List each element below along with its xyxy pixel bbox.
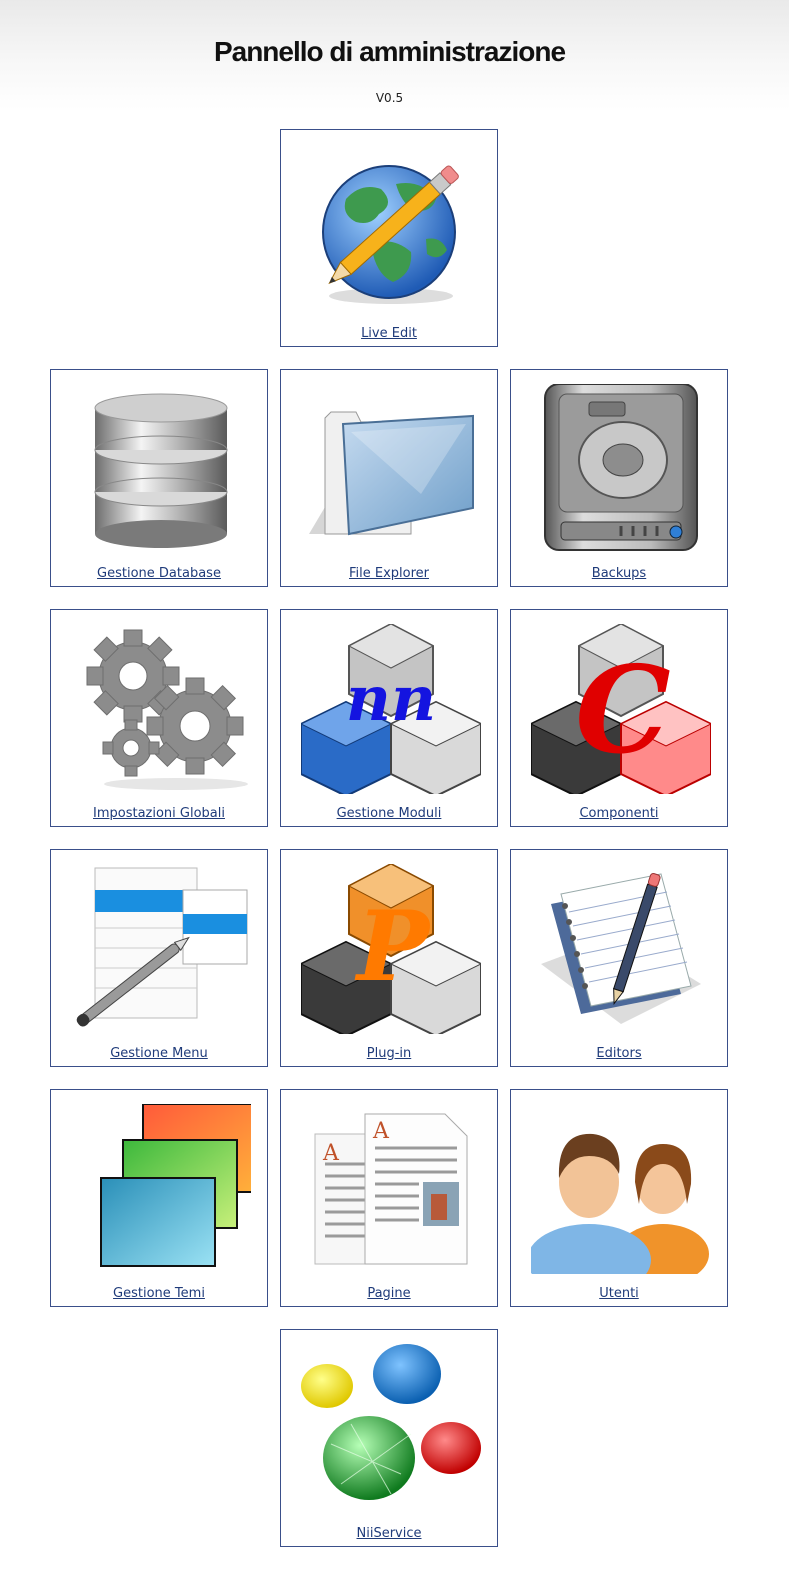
windows-stack-icon [71, 1104, 251, 1274]
svg-text:A: A [322, 1141, 340, 1166]
tile-gestione-moduli[interactable]: nn Gestione Moduli [280, 609, 498, 827]
documents-icon: A A [301, 1104, 481, 1274]
tile-label: Gestione Temi [113, 1286, 205, 1301]
tile-label: Backups [591, 566, 647, 581]
tile-label: Gestione Moduli [336, 806, 442, 821]
tile-label: Impostazioni Globali [93, 806, 225, 821]
tile-label: Editors [596, 1046, 642, 1061]
menu-edit-icon [71, 864, 251, 1034]
svg-text:P: P [354, 890, 432, 1003]
svg-text:A: A [372, 1119, 390, 1144]
cubes-icon: P [301, 864, 481, 1034]
tile-label: Plug-in [366, 1046, 412, 1061]
colored-balls-icon [301, 1344, 481, 1514]
tile-gestione-menu[interactable]: Gestione Menu [50, 849, 268, 1067]
page-title: Pannello di amministrazione [213, 36, 566, 67]
tile-file-explorer[interactable]: File Explorer [280, 369, 498, 587]
tile-label: Pagine [367, 1286, 411, 1301]
users-icon [531, 1104, 711, 1274]
hard-drive-icon [531, 384, 711, 554]
tile-label: Gestione Database [97, 566, 221, 581]
cubes-icon: nn [301, 624, 481, 794]
tile-gestione-temi[interactable]: Gestione Temi [50, 1089, 268, 1307]
tile-utenti[interactable]: Utenti [510, 1089, 728, 1307]
database-icon [71, 384, 251, 554]
svg-text:nn: nn [346, 662, 436, 735]
tile-plug-in[interactable]: P Plug-in [280, 849, 498, 1067]
svg-text:C: C [575, 640, 671, 781]
tile-live-edit[interactable]: Live Edit [280, 129, 498, 347]
folder-icon [301, 384, 481, 554]
tile-pagine[interactable]: A A Pagine [280, 1089, 498, 1307]
tile-backups[interactable]: Backups [510, 369, 728, 587]
globe-pencil-icon [301, 144, 481, 314]
cubes-icon: C [531, 624, 711, 794]
tile-label: Live Edit [361, 326, 417, 341]
tile-niiservice[interactable]: NiiService [280, 1329, 498, 1547]
tile-label: Utenti [599, 1286, 639, 1301]
gears-icon [71, 624, 251, 794]
tile-label: NiiService [356, 1526, 422, 1541]
header-band [0, 0, 789, 110]
tile-impostazioni-globali[interactable]: Impostazioni Globali [50, 609, 268, 827]
tile-label: Componenti [579, 806, 659, 821]
tile-editors[interactable]: Editors [510, 849, 728, 1067]
tile-label: File Explorer [348, 566, 429, 581]
tile-componenti[interactable]: C Componenti [510, 609, 728, 827]
tile-label: Gestione Menu [110, 1046, 208, 1061]
notepad-pencil-icon [531, 864, 711, 1034]
tile-gestione-database[interactable]: Gestione Database [50, 369, 268, 587]
version-label: V0.5 [375, 91, 404, 105]
